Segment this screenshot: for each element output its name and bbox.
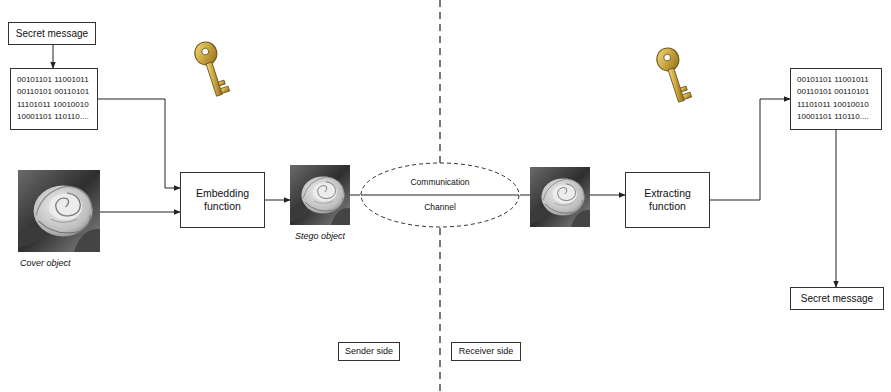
bit-text: 00101101 11001011 00110101 00110101 1110… [17,74,93,124]
channel-ellipse: CommunicationChannel [360,162,520,228]
key-icon [192,39,230,99]
message-box: Secret message [8,22,96,45]
stego-image: Stego object [290,165,350,225]
flow-arrow [350,195,360,196]
box-label: Receiver side [459,346,514,357]
side-label-box: Sender side [338,342,400,361]
side-label-box: Receiver side [451,342,521,361]
box-label: Sender side [345,346,393,357]
flow-arrow [98,99,180,188]
image-caption: Cover object [20,258,71,268]
rose-image [290,165,350,225]
box-label: Embedding function [185,187,260,212]
bit-block: 00101101 11001011 00110101 00110101 1110… [10,68,98,130]
ellipse-outline [360,162,520,228]
key-icon [654,45,692,105]
flow-arrow [265,200,290,201]
channel-label: Channel [422,202,458,213]
image-caption: Stego object [295,231,345,241]
bit-block: 00101101 11001011 00110101 00110101 1110… [790,68,882,130]
process-box: Embedding function [180,172,265,228]
bit-text: 00101101 11001011 00110101 00110101 1110… [797,74,873,124]
received-image [530,167,590,227]
box-label: Secret message [801,293,873,305]
rose-image [18,170,100,252]
flow-arrow [100,212,180,213]
process-box: Extracting function [625,172,710,228]
flow-arrow [53,45,54,68]
box-label: Secret message [16,28,88,40]
flow-arrow [710,99,790,200]
box-label: Extracting function [630,187,705,212]
cover-image: Cover object [18,170,100,252]
channel-label: Communication [408,177,471,188]
flow-arrow [836,130,837,287]
message-box: Secret message [790,287,884,310]
